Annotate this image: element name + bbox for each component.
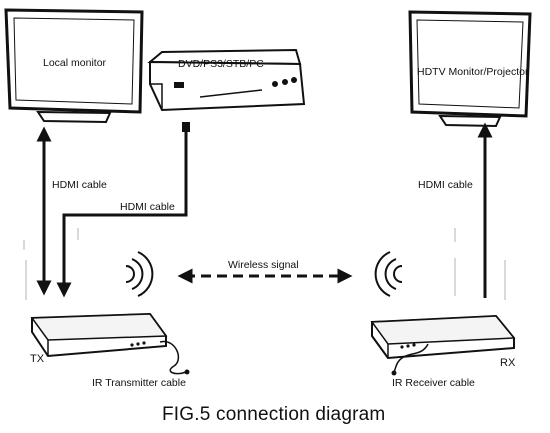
- hdtv-label: HDTV Monitor/Projector: [417, 66, 529, 78]
- ir-transmitter-cable: IR Transmitter cable: [92, 340, 190, 389]
- rx-unit: RX: [370, 314, 516, 369]
- tx-label: TX: [30, 353, 45, 365]
- tx-signal-icon: [125, 251, 154, 297]
- tx-unit: TX: [30, 312, 168, 365]
- hdmi-cable-right-label: HDMI cable: [418, 179, 473, 191]
- ir-receiver-cable-label: IR Receiver cable: [392, 377, 475, 389]
- hdtv-monitor: HDTV Monitor/Projector: [408, 10, 532, 128]
- hdmi-cable-left: HDMI cable: [36, 126, 107, 296]
- hdmi-cable-source: HDMI cable: [56, 122, 190, 298]
- local-monitor-label: Local monitor: [43, 57, 107, 69]
- source-device: DVD/PS3/STB/PC: [147, 48, 306, 112]
- figure-caption: FIG.5 connection diagram: [162, 404, 385, 425]
- rx-label: RX: [500, 357, 516, 369]
- wireless-signal: Wireless signal: [177, 259, 353, 284]
- ir-transmitter-cable-label: IR Transmitter cable: [92, 377, 186, 389]
- wireless-signal-label: Wireless signal: [228, 259, 299, 271]
- ir-receiver-cable: IR Receiver cable: [391, 343, 475, 389]
- hdmi-cable-source-label: HDMI cable: [120, 201, 175, 213]
- antenna-marks: [23, 228, 506, 300]
- rx-signal-icon: [374, 251, 403, 297]
- hdmi-cable-left-label: HDMI cable: [52, 179, 107, 191]
- hdmi-cable-right: HDMI cable: [418, 122, 493, 298]
- local-monitor: Local monitor: [4, 8, 144, 124]
- source-device-label: DVD/PS3/STB/PC: [178, 58, 264, 70]
